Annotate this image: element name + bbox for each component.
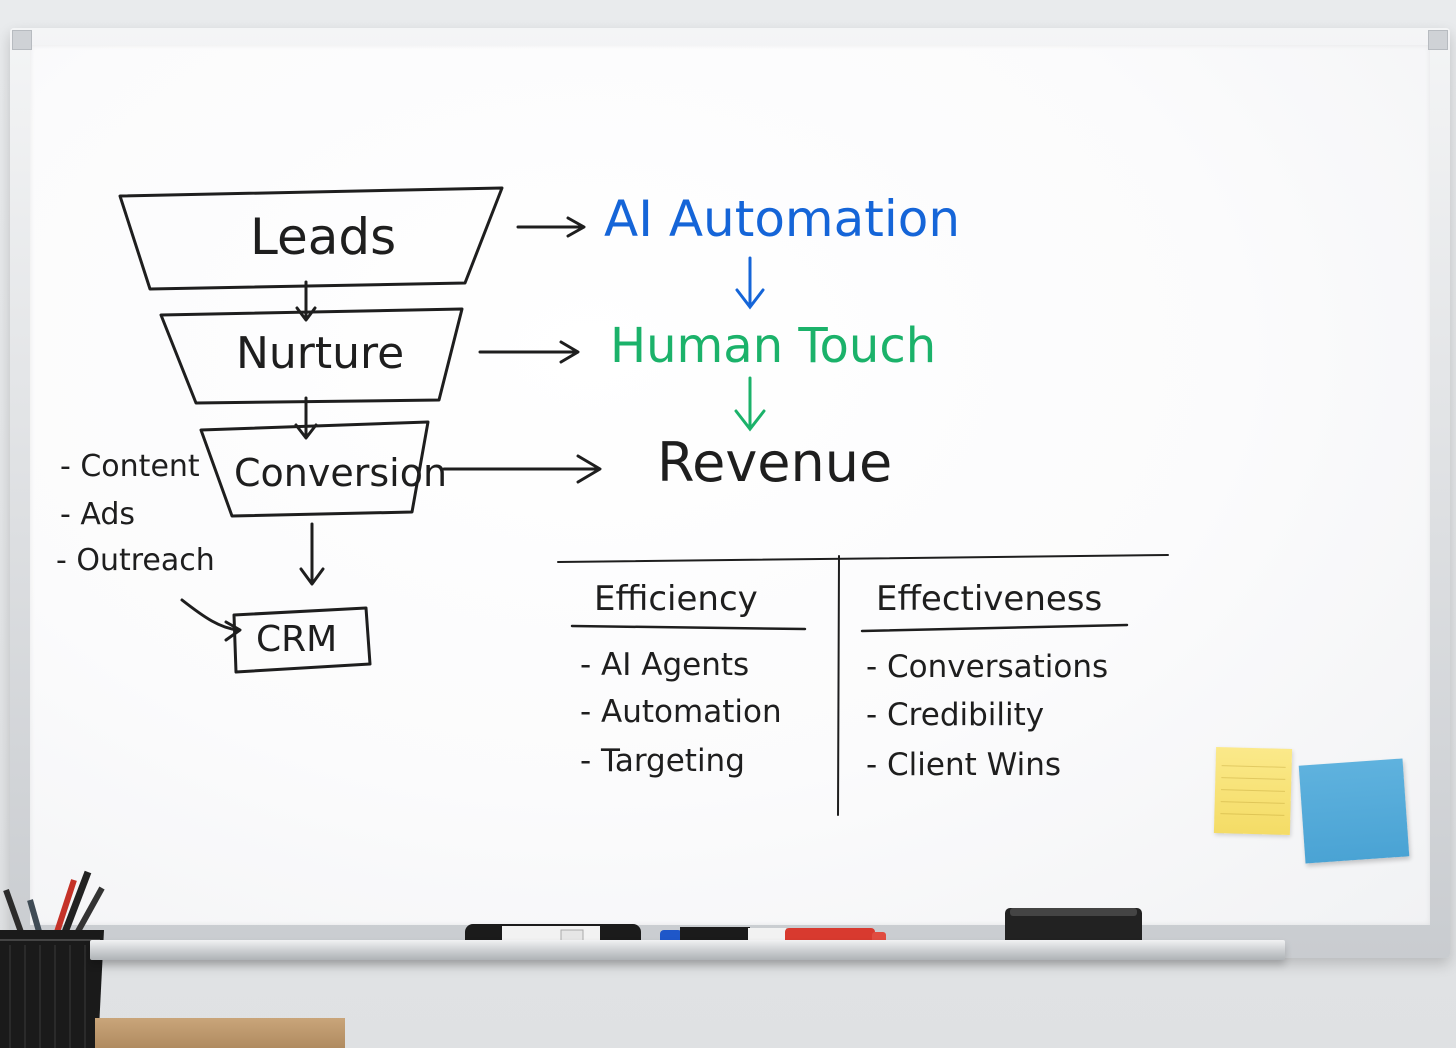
funnel-stage-nurture: Nurture — [236, 328, 405, 379]
funnel-shape-nurture — [159, 307, 464, 405]
efficiency-item: - Automation — [580, 694, 782, 730]
flow-revenue: Revenue — [657, 431, 893, 494]
source-item: - Content — [60, 449, 200, 484]
effectiveness-item: - Conversations — [866, 649, 1109, 685]
crm-label: CRM — [256, 619, 338, 660]
eraser — [1005, 908, 1142, 950]
desk-edge — [95, 1018, 345, 1048]
table-divider-line — [837, 555, 840, 816]
funnel-arrow — [295, 280, 317, 322]
effectiveness-underline — [860, 623, 1129, 633]
funnel-arrow — [294, 396, 318, 440]
arrow-to-ai-automation — [516, 216, 586, 238]
source-item: - Ads — [60, 497, 136, 532]
effectiveness-item: - Credibility — [866, 697, 1045, 733]
efficiency-item: - Targeting — [580, 743, 745, 779]
sticky-note-yellow — [1213, 747, 1293, 835]
sources-to-crm-arrow — [180, 598, 242, 642]
sticky-note-blue — [1298, 758, 1410, 864]
funnel-arrow — [299, 522, 325, 586]
efficiency-header: Efficiency — [594, 579, 758, 619]
table-top-line — [557, 554, 1169, 563]
arrow-to-revenue — [442, 454, 602, 484]
flow-ai-automation: AI Automation — [604, 190, 961, 248]
flow-human-touch: Human Touch — [610, 318, 937, 374]
marker-tray — [90, 940, 1285, 960]
effectiveness-header: Effectiveness — [876, 579, 1103, 619]
source-item: - Outreach — [56, 543, 215, 578]
funnel-shape-conversion — [199, 420, 430, 518]
funnel-stage-conversion: Conversion — [234, 451, 448, 495]
efficiency-item: - AI Agents — [580, 647, 750, 683]
arrow-human-to-revenue — [734, 376, 766, 432]
crm-box — [232, 606, 372, 674]
funnel-shape-leads — [118, 186, 504, 291]
pen-cup — [0, 870, 105, 1048]
arrow-ai-to-human — [735, 256, 765, 310]
effectiveness-item: - Client Wins — [866, 747, 1062, 783]
arrow-to-human-touch — [478, 340, 580, 364]
efficiency-underline — [570, 624, 807, 631]
funnel-stage-leads: Leads — [250, 208, 397, 266]
frame-corner — [12, 30, 32, 50]
frame-corner — [1428, 30, 1448, 50]
